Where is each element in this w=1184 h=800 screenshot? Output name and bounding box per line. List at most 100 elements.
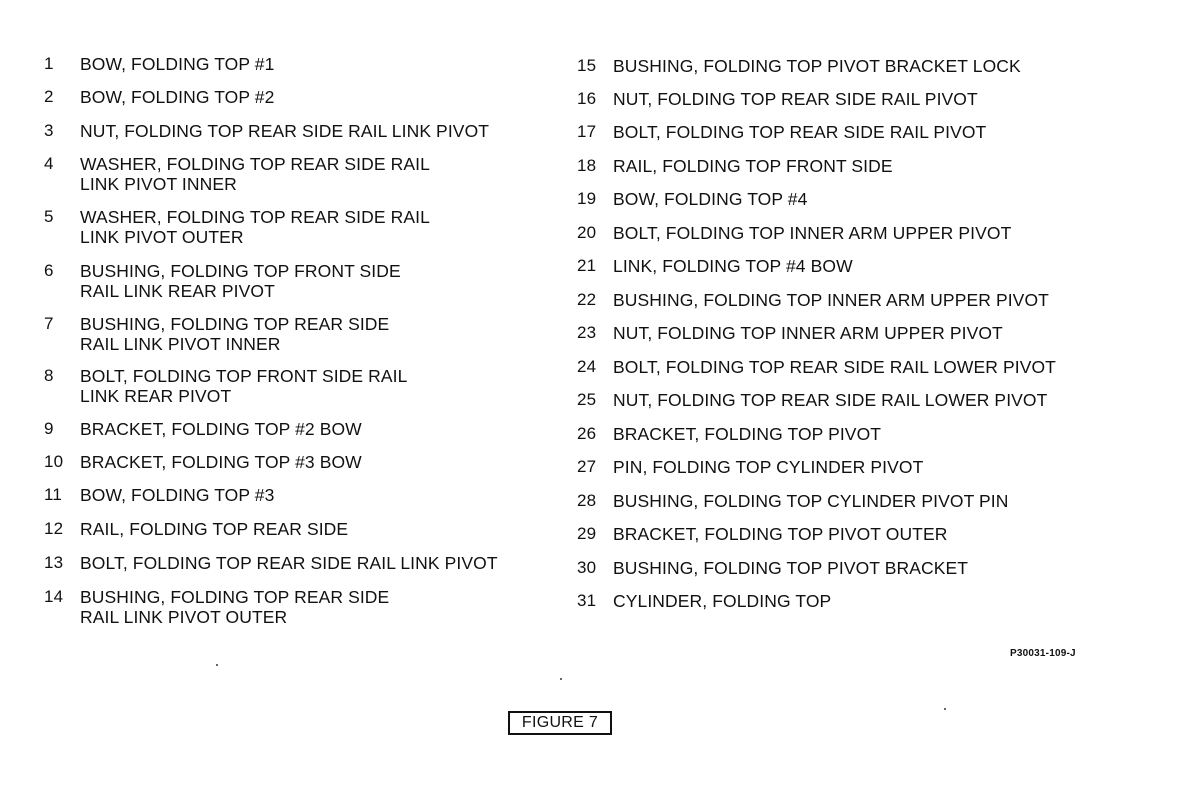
legend-item: 20 BOLT, FOLDING TOP INNER ARM UPPER PIV… <box>577 223 1011 243</box>
item-description: BUSHING, FOLDING TOP INNER ARM UPPER PIV… <box>613 290 1049 310</box>
legend-item: 26 BRACKET, FOLDING TOP PIVOT <box>577 424 881 444</box>
item-description: RAIL, FOLDING TOP FRONT SIDE <box>613 156 893 176</box>
item-description: BUSHING, FOLDING TOP REAR SIDE RAIL LINK… <box>80 587 390 627</box>
legend-item: 13 BOLT, FOLDING TOP REAR SIDE RAIL LINK… <box>44 553 498 573</box>
legend-item: 29 BRACKET, FOLDING TOP PIVOT OUTER <box>577 524 947 544</box>
legend-item: 11 BOW, FOLDING TOP #3 <box>44 485 274 505</box>
scan-speck <box>216 664 218 666</box>
item-number: 26 <box>577 424 597 443</box>
item-number: 9 <box>44 419 54 438</box>
figure-caption: FIGURE 7 <box>508 711 612 735</box>
item-number: 24 <box>577 357 597 376</box>
item-number: 22 <box>577 290 597 309</box>
item-description: BOLT, FOLDING TOP INNER ARM UPPER PIVOT <box>613 223 1012 243</box>
item-number: 17 <box>577 122 597 141</box>
legend-item: 31 CYLINDER, FOLDING TOP <box>577 591 831 611</box>
item-description: BUSHING, FOLDING TOP CYLINDER PIVOT PIN <box>613 491 1009 511</box>
item-description: NUT, FOLDING TOP INNER ARM UPPER PIVOT <box>613 323 1003 343</box>
legend-item: 1 BOW, FOLDING TOP #1 <box>44 54 274 74</box>
item-description: BOW, FOLDING TOP #2 <box>80 87 275 107</box>
item-description: NUT, FOLDING TOP REAR SIDE RAIL LINK PIV… <box>80 121 490 141</box>
item-description: BOW, FOLDING TOP #4 <box>613 189 808 209</box>
item-number: 12 <box>44 519 64 538</box>
item-description: WASHER, FOLDING TOP REAR SIDE RAIL LINK … <box>80 154 430 194</box>
legend-item: 18 RAIL, FOLDING TOP FRONT SIDE <box>577 156 893 176</box>
item-number: 16 <box>577 89 597 108</box>
item-description: BOW, FOLDING TOP #3 <box>80 485 275 505</box>
item-description: BUSHING, FOLDING TOP PIVOT BRACKET <box>613 558 969 578</box>
legend-item: 7 BUSHING, FOLDING TOP REAR SIDE RAIL LI… <box>44 314 389 354</box>
item-description: BUSHING, FOLDING TOP PIVOT BRACKET LOCK <box>613 56 1021 76</box>
item-number: 23 <box>577 323 597 342</box>
scan-speck <box>560 678 562 680</box>
item-description: BUSHING, FOLDING TOP FRONT SIDE RAIL LIN… <box>80 261 401 301</box>
legend-item: 10 BRACKET, FOLDING TOP #3 BOW <box>44 452 362 472</box>
legend-item: 9 BRACKET, FOLDING TOP #2 BOW <box>44 419 362 439</box>
item-description: BUSHING, FOLDING TOP REAR SIDE RAIL LINK… <box>80 314 390 354</box>
legend-item: 19 BOW, FOLDING TOP #4 <box>577 189 807 209</box>
item-number: 13 <box>44 553 64 572</box>
item-description: CYLINDER, FOLDING TOP <box>613 591 832 611</box>
item-number: 20 <box>577 223 597 242</box>
legend-item: 21 LINK, FOLDING TOP #4 BOW <box>577 256 853 276</box>
item-description: BOLT, FOLDING TOP REAR SIDE RAIL PIVOT <box>613 122 987 142</box>
item-number: 31 <box>577 591 597 610</box>
legend-item: 24 BOLT, FOLDING TOP REAR SIDE RAIL LOWE… <box>577 357 1056 377</box>
legend-item: 14 BUSHING, FOLDING TOP REAR SIDE RAIL L… <box>44 587 389 627</box>
item-number: 29 <box>577 524 597 543</box>
legend-item: 16 NUT, FOLDING TOP REAR SIDE RAIL PIVOT <box>577 89 978 109</box>
item-number: 19 <box>577 189 597 208</box>
legend-item: 5 WASHER, FOLDING TOP REAR SIDE RAIL LIN… <box>44 207 430 247</box>
item-description: BOLT, FOLDING TOP REAR SIDE RAIL LINK PI… <box>80 553 498 573</box>
legend-item: 15 BUSHING, FOLDING TOP PIVOT BRACKET LO… <box>577 56 1021 76</box>
item-number: 3 <box>44 121 54 140</box>
item-number: 15 <box>577 56 597 75</box>
item-number: 8 <box>44 366 54 385</box>
item-number: 18 <box>577 156 597 175</box>
reference-code: P30031-109-J <box>1010 648 1076 659</box>
item-description: NUT, FOLDING TOP REAR SIDE RAIL LOWER PI… <box>613 390 1048 410</box>
item-number: 7 <box>44 314 54 333</box>
item-number: 27 <box>577 457 597 476</box>
item-description: WASHER, FOLDING TOP REAR SIDE RAIL LINK … <box>80 207 430 247</box>
item-description: BRACKET, FOLDING TOP PIVOT <box>613 424 882 444</box>
legend-item: 17 BOLT, FOLDING TOP REAR SIDE RAIL PIVO… <box>577 122 986 142</box>
item-number: 2 <box>44 87 54 106</box>
item-description: BOLT, FOLDING TOP FRONT SIDE RAIL LINK R… <box>80 366 408 406</box>
item-number: 28 <box>577 491 597 510</box>
item-number: 6 <box>44 261 54 280</box>
item-description: BOW, FOLDING TOP #1 <box>80 54 275 74</box>
legend-item: 23 NUT, FOLDING TOP INNER ARM UPPER PIVO… <box>577 323 1003 343</box>
legend-item: 2 BOW, FOLDING TOP #2 <box>44 87 274 107</box>
legend-item: 4 WASHER, FOLDING TOP REAR SIDE RAIL LIN… <box>44 154 430 194</box>
legend-item: 12 RAIL, FOLDING TOP REAR SIDE <box>44 519 348 539</box>
item-description: NUT, FOLDING TOP REAR SIDE RAIL PIVOT <box>613 89 978 109</box>
item-number: 4 <box>44 154 54 173</box>
legend-item: 25 NUT, FOLDING TOP REAR SIDE RAIL LOWER… <box>577 390 1047 410</box>
legend-item: 27 PIN, FOLDING TOP CYLINDER PIVOT <box>577 457 923 477</box>
legend-item: 8 BOLT, FOLDING TOP FRONT SIDE RAIL LINK… <box>44 366 407 406</box>
item-description: BRACKET, FOLDING TOP PIVOT OUTER <box>613 524 948 544</box>
legend-item: 3 NUT, FOLDING TOP REAR SIDE RAIL LINK P… <box>44 121 489 141</box>
item-number: 11 <box>44 485 63 504</box>
item-number: 5 <box>44 207 54 226</box>
item-description: BRACKET, FOLDING TOP #2 BOW <box>80 419 362 439</box>
item-description: BOLT, FOLDING TOP REAR SIDE RAIL LOWER P… <box>613 357 1056 377</box>
legend-item: 30 BUSHING, FOLDING TOP PIVOT BRACKET <box>577 558 968 578</box>
item-description: LINK, FOLDING TOP #4 BOW <box>613 256 853 276</box>
legend-item: 22 BUSHING, FOLDING TOP INNER ARM UPPER … <box>577 290 1049 310</box>
legend-item: 28 BUSHING, FOLDING TOP CYLINDER PIVOT P… <box>577 491 1008 511</box>
item-number: 25 <box>577 390 597 409</box>
item-number: 21 <box>577 256 597 275</box>
legend-item: 6 BUSHING, FOLDING TOP FRONT SIDE RAIL L… <box>44 261 401 301</box>
item-description: RAIL, FOLDING TOP REAR SIDE <box>80 519 349 539</box>
item-number: 10 <box>44 452 64 471</box>
item-number: 30 <box>577 558 597 577</box>
item-number: 1 <box>44 54 54 73</box>
item-number: 14 <box>44 587 64 606</box>
scan-speck <box>944 708 946 710</box>
item-description: BRACKET, FOLDING TOP #3 BOW <box>80 452 362 472</box>
item-description: PIN, FOLDING TOP CYLINDER PIVOT <box>613 457 924 477</box>
